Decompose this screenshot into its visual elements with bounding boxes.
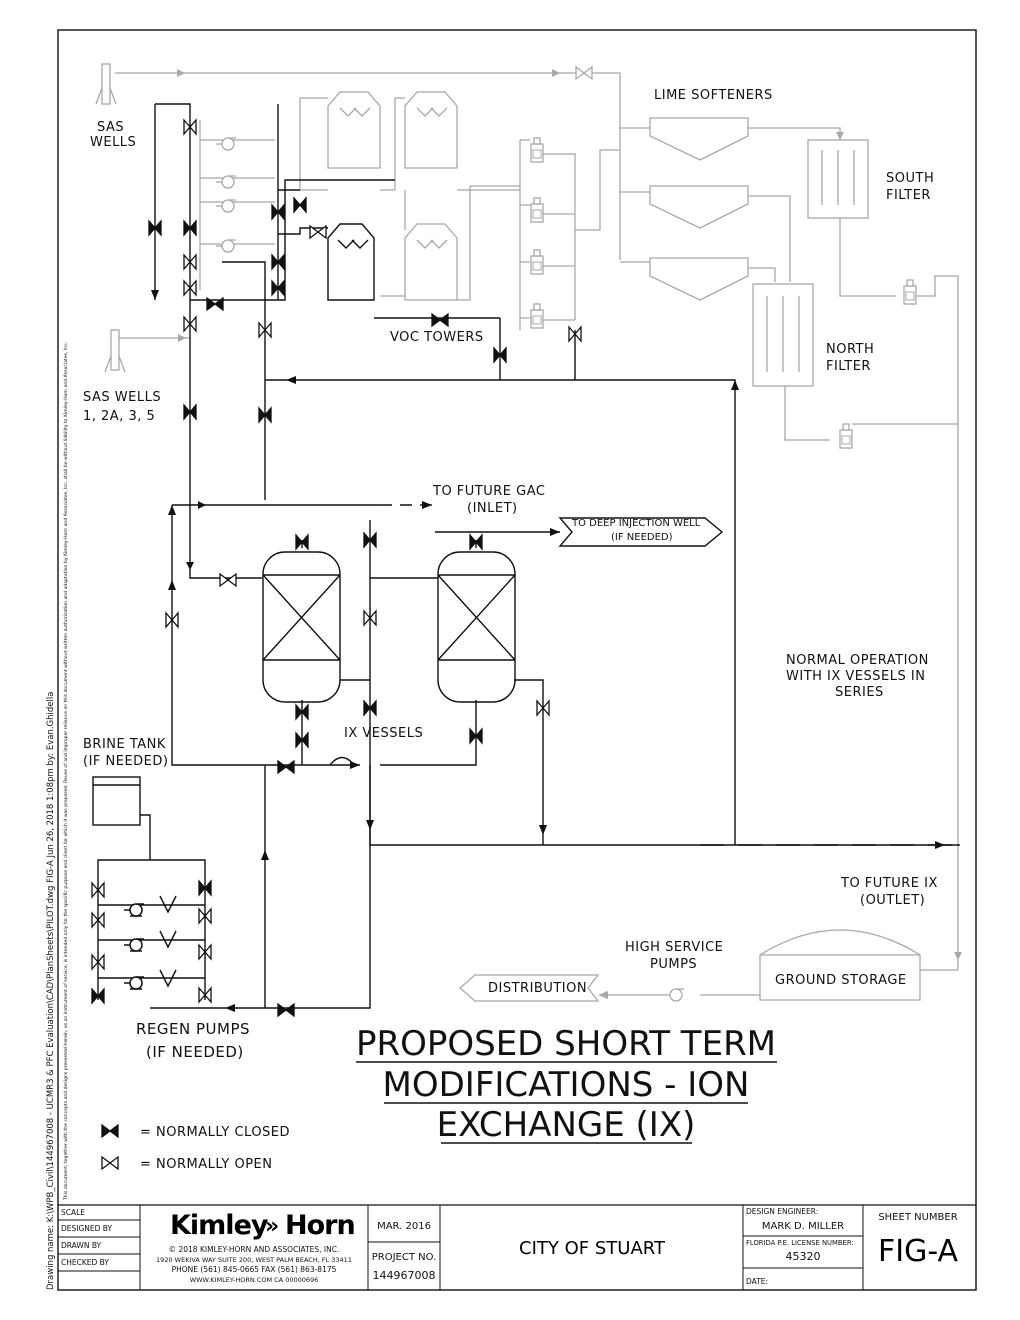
proposed-process-lines [92, 103, 960, 1012]
label-future-ix-b: (OUTLET) [860, 893, 925, 908]
tb-license-label: FLORIDA P.E. LICENSE NUMBER: [746, 1239, 854, 1247]
label-regen-pumps-a: REGEN PUMPS [136, 1020, 250, 1038]
tb-license: 45320 [786, 1250, 821, 1263]
label-south-filter-b: FILTER [886, 188, 931, 203]
legend-closed: = NORMALLY CLOSED [140, 1125, 290, 1140]
drawing-name-text: Drawing name: K:\WPB_Civil\144967008 - U… [46, 692, 56, 1290]
tb-project-no-label: PROJECT NO. [372, 1252, 437, 1263]
existing-process-lines [95, 63, 962, 1002]
tb-copyright: © 2018 KIMLEY-HORN AND ASSOCIATES, INC. [169, 1245, 340, 1254]
label-sas-wells-list-b: 1, 2A, 3, 5 [83, 409, 155, 424]
title-line-3: EXCHANGE (IX) [437, 1105, 696, 1145]
label-future-gac-b: (INLET) [467, 501, 518, 516]
label-sas-wells-list-a: SAS WELLS [83, 390, 161, 405]
label-high-service-a: HIGH SERVICE [625, 940, 723, 955]
tb-date: MAR. 2016 [377, 1221, 431, 1232]
label-brine-tank-a: BRINE TANK [83, 737, 166, 752]
label-distribution: DISTRIBUTION [488, 981, 587, 996]
legend-open: = NORMALLY OPEN [140, 1157, 272, 1172]
tb-design-engineer: MARK D. MILLER [762, 1221, 844, 1232]
title-block: SCALE DESIGNED BY DRAWN BY CHECKED BY Ki… [58, 1204, 976, 1290]
label-north-filter-a: NORTH [826, 342, 874, 357]
kimley-horn-logo: Kimley » Horn [170, 1210, 356, 1241]
tb-address: 1920 WEKIVA WAY SUITE 200, WEST PALM BEA… [156, 1256, 352, 1264]
label-sas-wells-b: WELLS [90, 135, 136, 150]
tb-scale: SCALE [61, 1208, 85, 1217]
tb-sheet-number-label: SHEET NUMBER [878, 1212, 957, 1223]
label-future-gac-a: TO FUTURE GAC [432, 484, 545, 499]
tb-checked-by: CHECKED BY [61, 1258, 109, 1267]
tb-design-engineer-label: DESIGN ENGINEER: [746, 1207, 818, 1216]
label-north-filter-b: FILTER [826, 359, 871, 374]
label-normal-op-a: NORMAL OPERATION [786, 653, 929, 668]
tb-web: WWW.KIMLEY-HORN.COM CA 00000696 [190, 1276, 319, 1284]
label-ground-storage: GROUND STORAGE [775, 973, 907, 988]
disclaimer-text: This document, together with the concept… [63, 342, 69, 1201]
tb-sheet-number: FIG-A [878, 1234, 959, 1269]
label-brine-tank-b: (IF NEEDED) [83, 754, 168, 769]
tb-drawn-by: DRAWN BY [61, 1241, 102, 1250]
label-lime-softeners: LIME SOFTENERS [654, 88, 773, 103]
label-voc-towers: VOC TOWERS [390, 330, 484, 345]
title-line-2: MODIFICATIONS - ION [383, 1065, 750, 1105]
label-deep-injection-b: (IF NEEDED) [611, 532, 673, 543]
label-sas-wells-a: SAS [97, 120, 124, 135]
label-ix-vessels: IX VESSELS [344, 726, 423, 741]
label-normal-op-b: WITH IX VESSELS IN [786, 669, 925, 684]
tb-designed-by: DESIGNED BY [61, 1224, 113, 1233]
label-future-ix-a: TO FUTURE IX [840, 876, 938, 891]
diagram-labels: SAS WELLS SAS WELLS 1, 2A, 3, 5 LIME SOF… [83, 88, 938, 1061]
tb-date-label: DATE: [746, 1277, 768, 1286]
valves [91, 119, 582, 1017]
label-deep-injection-a: TO DEEP INJECTION WELL [571, 518, 701, 529]
tb-phone: PHONE (561) 845-0665 FAX (561) 863-8175 [172, 1265, 337, 1274]
drawing-border [57, 29, 977, 1291]
svg-text:Kimley: Kimley [170, 1210, 269, 1241]
label-normal-op-c: SERIES [835, 685, 884, 700]
label-regen-pumps-b: (IF NEEDED) [146, 1043, 244, 1061]
label-high-service-b: PUMPS [650, 957, 697, 972]
svg-text:Horn: Horn [285, 1210, 355, 1241]
legend: = NORMALLY CLOSED = NORMALLY OPEN [101, 1124, 290, 1172]
drawing-title: PROPOSED SHORT TERM MODIFICATIONS - ION … [356, 1024, 777, 1145]
svg-text:»: » [265, 1214, 279, 1239]
title-line-1: PROPOSED SHORT TERM [356, 1024, 776, 1064]
tb-client: CITY OF STUART [519, 1238, 666, 1259]
label-south-filter-a: SOUTH [886, 171, 934, 186]
tb-project-no: 144967008 [373, 1269, 436, 1282]
